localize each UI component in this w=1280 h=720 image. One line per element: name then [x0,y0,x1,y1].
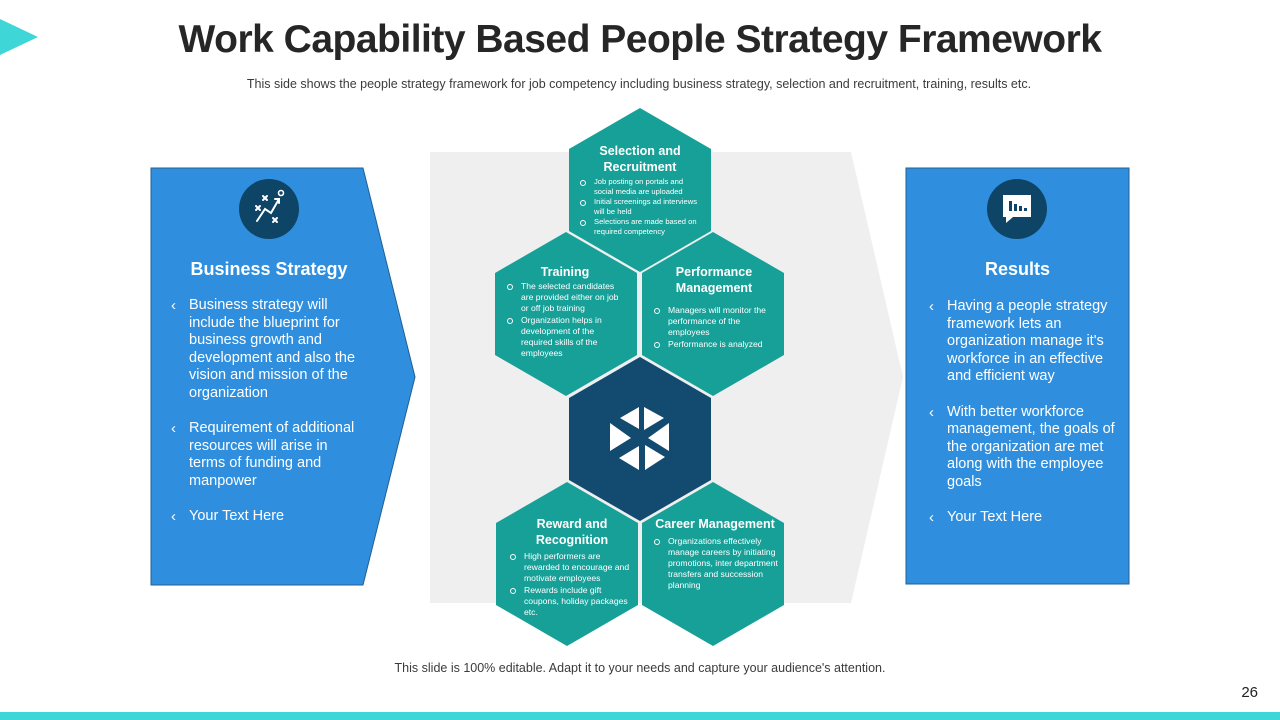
hex-reward-title: Reward and Recognition [535,517,609,547]
aperture-icon [610,407,669,470]
hex-selection-item: Job posting on portals and social media … [578,177,702,196]
right-panel-item: Having a people strategy framework lets … [929,298,1119,386]
hex-training-text: Training The selected candidates are pro… [505,265,625,360]
page-number: 26 [1241,684,1258,701]
right-panel-title: Results [984,259,1051,279]
left-panel-item: Business strategy will include the bluep… [171,297,366,402]
slide-title: Work Capability Based People Strategy Fr… [178,18,1102,61]
hex-career-text: Career Management Organizations effectiv… [652,517,778,592]
hex-selection-item: Initial screenings ad interviews will be… [578,197,702,216]
hex-reward-list: High performers are rewarded to encourag… [508,551,636,618]
right-panel-item: With better workforce management, the go… [929,404,1119,492]
right-panel-list: Having a people strategy framework lets … [929,298,1119,545]
hex-reward-recognition [496,482,638,646]
hex-career-list: Organizations effectively manage careers… [652,536,778,591]
hex-performance-management [642,232,784,396]
hex-training-list: The selected candidates are provided eit… [505,281,625,359]
left-panel-title: Business Strategy [190,259,348,279]
hex-reward-text: Reward and Recognition High performers a… [508,517,636,619]
hex-training [495,232,637,396]
hex-career-title: Career Management [655,517,775,531]
footer-note: This slide is 100% editable. Adapt it to… [394,661,886,675]
hex-training-item: Organization helps in development of the… [505,315,625,359]
hex-selection-recruitment [569,108,711,272]
hex-selection-item: Selections are made based on required co… [578,217,702,236]
hex-selection-title: Selection and Recruitment [599,144,681,174]
hex-training-title: Training [540,265,590,279]
hex-performance-item: Managers will monitor the performance of… [652,305,776,338]
left-panel-list: Business strategy will include the bluep… [171,297,366,544]
hex-reward-item: High performers are rewarded to encourag… [508,551,636,584]
chart-speech-bubble-icon [987,179,1047,239]
hex-selection-list: Job posting on portals and social media … [578,177,702,236]
hex-training-item: The selected candidates are provided eit… [505,281,625,314]
hex-career-item: Organizations effectively manage careers… [652,536,778,591]
hex-performance-text: Performance Management Managers will mon… [652,265,776,351]
hex-performance-list: Managers will monitor the performance of… [652,305,776,350]
hex-reward-item: Rewards include gift coupons, holiday pa… [508,585,636,618]
strategy-play-icon [239,179,299,239]
left-panel-item: Your Text Here [171,508,366,526]
hex-performance-title: Performance Management [675,265,753,295]
corner-arrow-decoration [0,19,38,55]
left-panel-item: Requirement of additional resources will… [171,420,366,490]
bottom-accent-bar [0,712,1280,720]
hex-selection-text: Selection and Recruitment Job posting on… [578,144,702,237]
hex-performance-item: Performance is analyzed [652,339,776,350]
hex-center [569,357,711,521]
slide-subtitle: This side shows the people strategy fram… [246,77,1032,91]
right-panel-item: Your Text Here [929,509,1119,527]
hex-career-management [642,482,784,646]
